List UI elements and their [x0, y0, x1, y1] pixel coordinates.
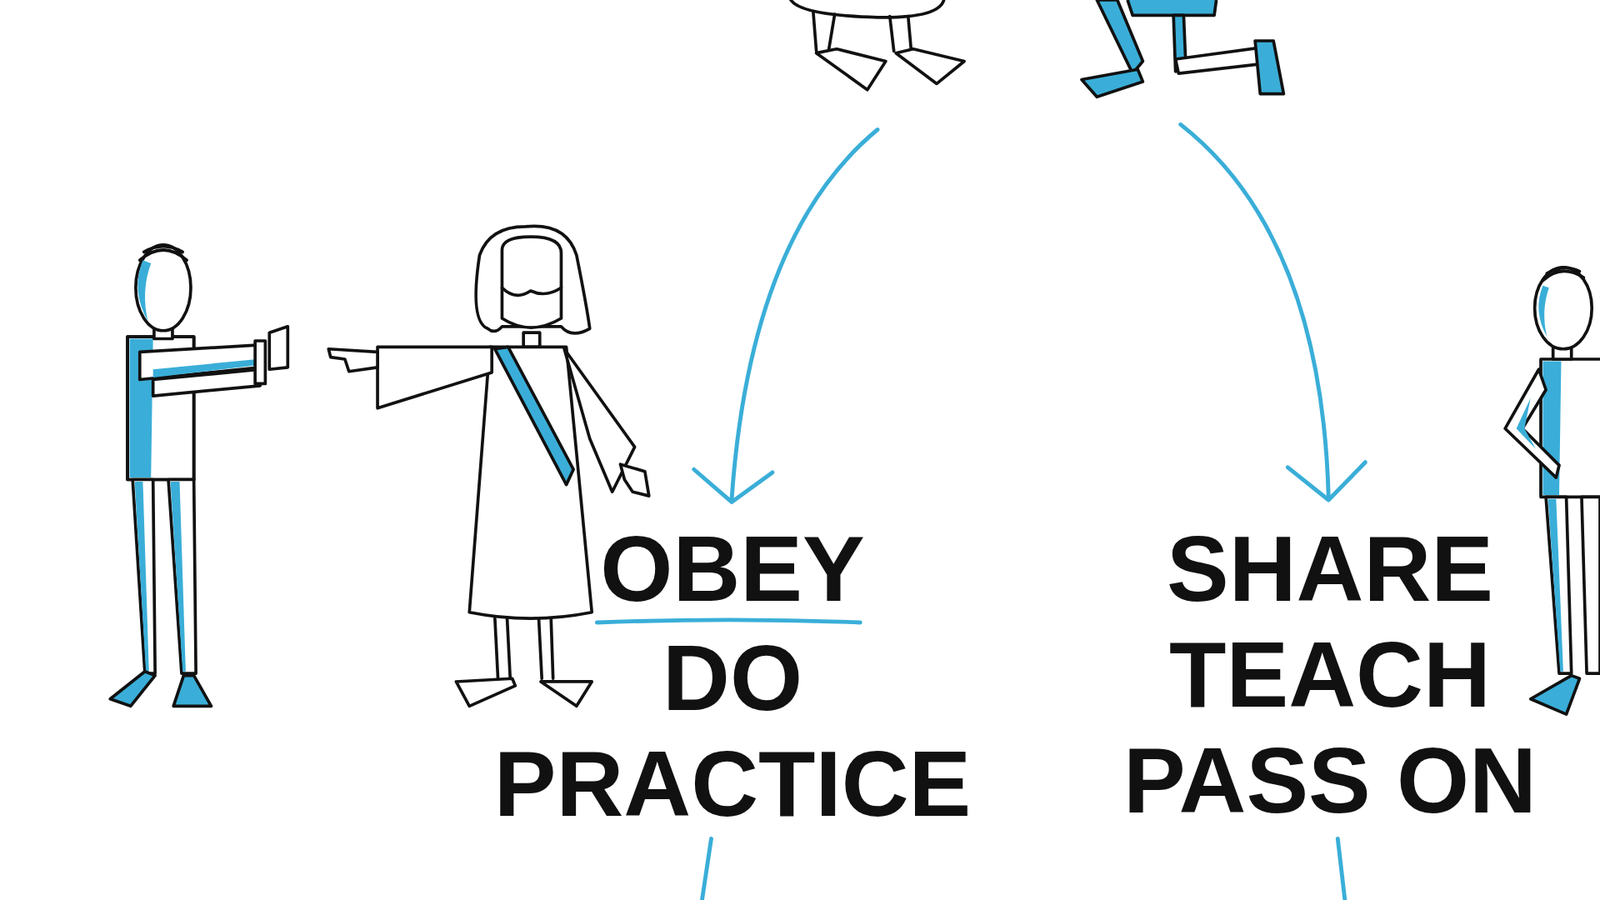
sash — [495, 346, 574, 485]
foot — [816, 49, 886, 90]
foot — [1530, 675, 1580, 715]
shoe — [1081, 69, 1143, 97]
torso-bottom — [1127, 0, 1217, 15]
head — [135, 245, 191, 331]
leg-shade — [1548, 499, 1564, 672]
label-text: DO — [662, 631, 803, 725]
leg — [1096, 0, 1143, 74]
foot — [895, 49, 965, 85]
hand — [620, 464, 649, 496]
leg-shade — [135, 481, 150, 672]
arrow-head — [1287, 462, 1365, 500]
hair — [1542, 267, 1584, 280]
foot — [110, 671, 155, 707]
arm — [153, 369, 261, 396]
foot — [1255, 40, 1284, 95]
neck — [523, 332, 540, 347]
label-text: SHARE — [1166, 522, 1494, 616]
hand — [255, 340, 265, 384]
sleeve — [377, 346, 492, 408]
label-text: OBEY — [600, 522, 865, 616]
shin — [1175, 46, 1268, 74]
foot — [540, 681, 592, 706]
body — [1540, 359, 1600, 497]
arm — [1505, 369, 1560, 478]
down-line — [701, 839, 711, 900]
label-text: PRACTICE — [494, 737, 971, 831]
leg — [495, 618, 554, 679]
pointing-hand — [328, 349, 378, 372]
curved-arrow — [1180, 124, 1330, 498]
face — [501, 236, 561, 328]
down-line — [1337, 839, 1345, 900]
beard — [501, 287, 561, 295]
leg-shade — [170, 481, 185, 672]
head — [1535, 267, 1593, 350]
held-object — [269, 326, 288, 370]
foot — [455, 678, 515, 706]
head-shade — [137, 260, 151, 321]
arm-shade — [1516, 398, 1536, 450]
hair — [140, 246, 187, 261]
leg — [168, 480, 196, 675]
hair — [475, 225, 590, 334]
arrow-head — [694, 469, 773, 502]
leg — [1581, 496, 1600, 674]
leg — [813, 12, 912, 52]
foot — [173, 675, 211, 707]
label-text: PASS ON — [1123, 734, 1537, 828]
label-text: TEACH — [1169, 628, 1491, 722]
head-shade — [1538, 285, 1549, 337]
curved-arrow — [731, 130, 878, 500]
leg — [1545, 496, 1572, 674]
robe — [469, 346, 592, 619]
underline — [596, 620, 860, 623]
leg — [132, 480, 155, 675]
